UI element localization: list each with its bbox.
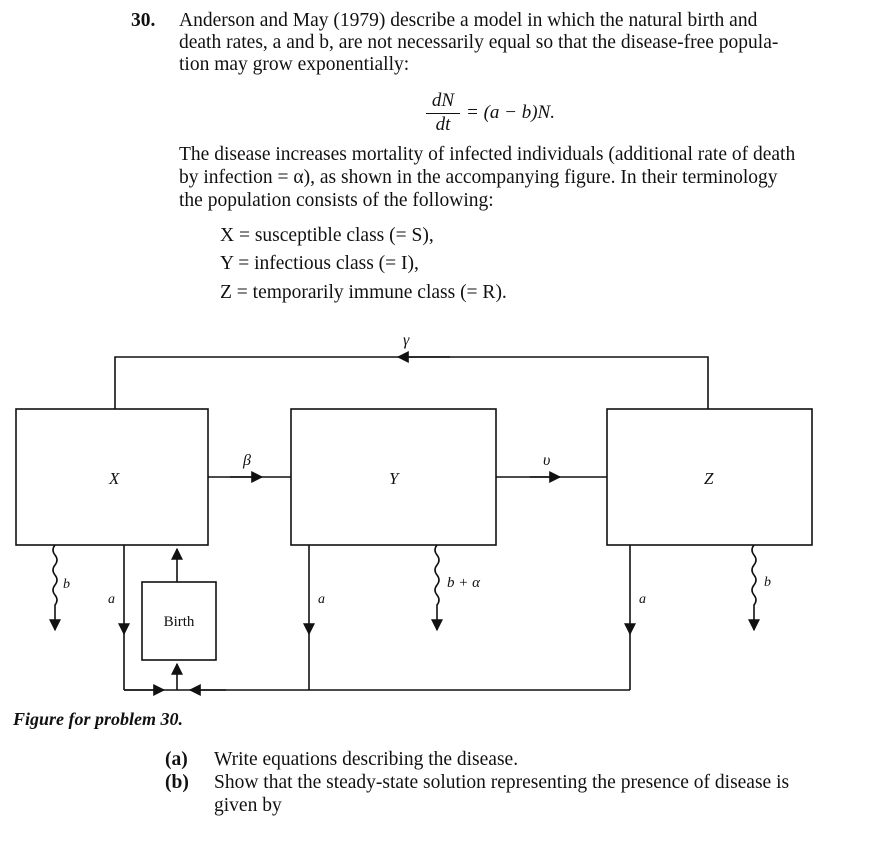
a-z-label: a xyxy=(639,592,646,607)
box-y-label: Y xyxy=(389,469,400,488)
box-x-label: X xyxy=(108,469,120,488)
intro-line-2: death rates, a and b, are not necessaril… xyxy=(179,32,779,53)
gamma-label: γ xyxy=(403,332,410,349)
question-a-text: Write equations describing the disease. xyxy=(214,749,519,770)
box-z-label: Z xyxy=(704,469,714,488)
b-plus-alpha-label: b + α xyxy=(447,575,481,591)
equation-rhs: = (a − b)N. xyxy=(466,102,555,123)
question-a-label: (a) xyxy=(165,749,188,770)
gamma-loop-line xyxy=(114,356,709,409)
class-y-definition: Y = infectious class (= I), xyxy=(220,253,419,274)
beta-label: β xyxy=(242,452,251,469)
equation-numerator: dN xyxy=(431,90,455,111)
class-z-definition: Z = temporarily immune class (= R). xyxy=(220,282,507,303)
fraction-bar xyxy=(426,113,460,114)
equation-fraction: dN dt xyxy=(426,91,460,135)
birth-label: Birth xyxy=(164,614,195,630)
body-line-1: The disease increases mortality of infec… xyxy=(179,144,796,165)
box-birth xyxy=(141,581,217,661)
death-b-alpha-y-arrow xyxy=(431,544,443,632)
b-z-label: b xyxy=(764,575,771,590)
problem-number: 30. xyxy=(131,10,156,31)
equation-denominator: dt xyxy=(435,114,451,135)
intro-line-3: tion may grow exponentially: xyxy=(179,54,410,75)
body-line-2: by infection = α), as shown in the accom… xyxy=(179,167,778,188)
question-b-line-2: given by xyxy=(214,795,282,816)
nu-label: υ xyxy=(543,452,550,469)
a-y-label: a xyxy=(318,592,325,607)
death-b-x-arrow xyxy=(49,544,61,632)
b-x-label: b xyxy=(63,577,70,592)
death-b-z-arrow xyxy=(748,544,760,632)
question-b-label: (b) xyxy=(165,772,189,793)
body-line-3: the population consists of the following… xyxy=(179,190,494,211)
intro-line-1: Anderson and May (1979) describe a model… xyxy=(179,10,758,31)
figure-caption: Figure for problem 30. xyxy=(13,709,184,729)
a-x-label: a xyxy=(108,592,115,607)
class-x-definition: X = susceptible class (= S), xyxy=(220,225,434,246)
question-b-line-1: Show that the steady-state solution repr… xyxy=(214,772,790,793)
